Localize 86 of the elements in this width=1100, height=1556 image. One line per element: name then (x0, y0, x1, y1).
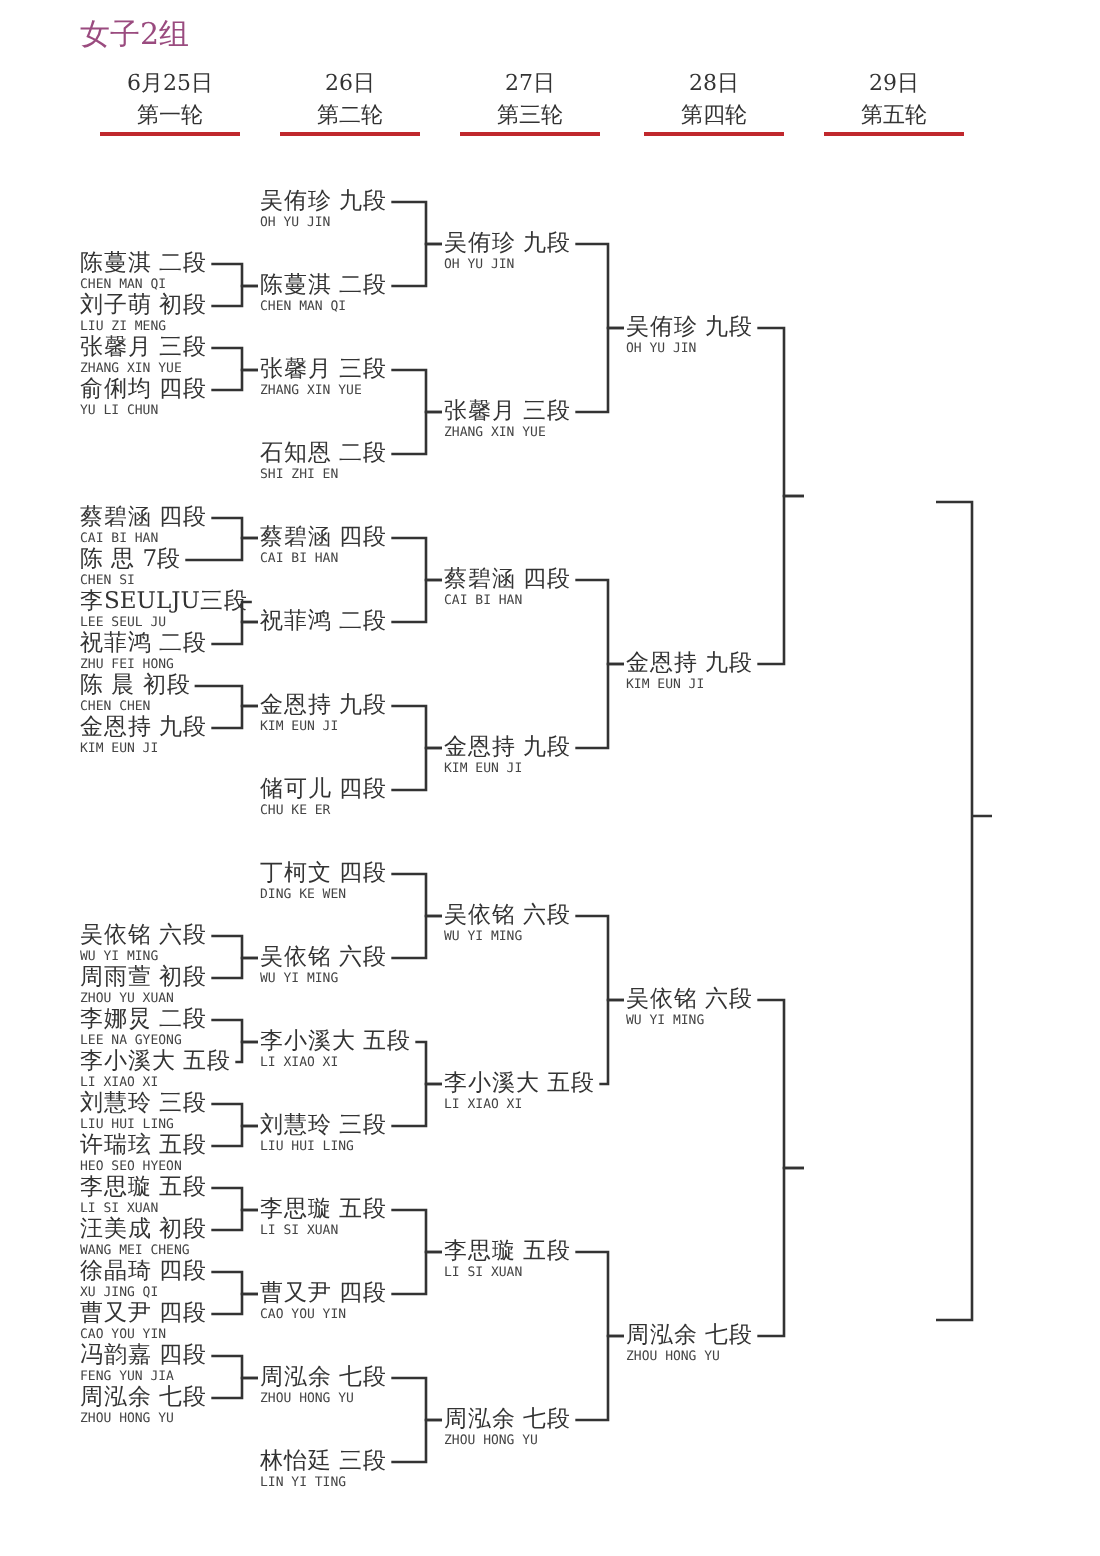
bracket-line (391, 1250, 442, 1296)
bracket-line (575, 1334, 624, 1422)
bracket-line (391, 914, 442, 960)
player-name: 祝菲鸿 二段 (260, 608, 388, 634)
bracket-line (211, 1292, 258, 1316)
bracket-line (391, 1418, 442, 1464)
player-name: 俞俐均 四段 (80, 376, 208, 402)
player-name: 石知恩 二段 (260, 440, 388, 466)
player-name: 祝菲鸿 二段 (80, 630, 208, 656)
date-heading: 29日 (867, 68, 921, 98)
player-name: 李小溪大 五段 (260, 1028, 412, 1054)
player-name: 陈蔓淇 二段 (80, 250, 208, 276)
player-name: 林怡廷 三段 (260, 1448, 388, 1474)
player-name: 陈 晨 初段 (80, 672, 191, 698)
player-name: 李思璇 五段 (444, 1238, 572, 1264)
date-heading: 26日 (323, 68, 377, 98)
player-name: 金恩持 九段 (444, 734, 572, 760)
player-name: 吴依铭 六段 (80, 922, 208, 948)
bracket-line (235, 1040, 258, 1064)
player-name: 蔡碧涵 四段 (80, 504, 208, 530)
player-name: 周雨萱 初段 (80, 964, 208, 990)
player-name: 李小溪大 五段 (444, 1070, 596, 1096)
player-name: 丁柯文 四段 (260, 860, 388, 886)
bracket-line (391, 1082, 442, 1128)
player-name: 金恩持 九段 (626, 650, 754, 676)
player-name: 蔡碧涵 四段 (260, 524, 388, 550)
player-name: 储可儿 四段 (260, 776, 388, 802)
player-name: 曹又尹 四段 (260, 1280, 388, 1306)
player-name: 张馨月 三段 (80, 334, 208, 360)
player-name: 张馨月 三段 (260, 356, 388, 382)
player-name: 吴依铭 六段 (626, 986, 754, 1012)
player-name: 曹又尹 四段 (80, 1300, 208, 1326)
round-heading: 第四轮 (644, 100, 784, 136)
player-name: 吴侑珍 九段 (444, 230, 572, 256)
player-name: 周泓余 七段 (626, 1322, 754, 1348)
bracket-line (211, 1124, 258, 1148)
round-heading: 第二轮 (280, 100, 420, 136)
player-name: 许瑞玹 五段 (80, 1132, 208, 1158)
round-heading: 第五轮 (824, 100, 964, 136)
round-heading: 第三轮 (460, 100, 600, 136)
player-name: 李思璇 五段 (80, 1174, 208, 1200)
bracket-line (391, 410, 442, 456)
bracket-line (575, 326, 624, 414)
player-name: 蔡碧涵 四段 (444, 566, 572, 592)
player-name: 刘慧玲 三段 (260, 1112, 388, 1138)
player-name: 李小溪大 五段 (80, 1048, 232, 1074)
date-heading: 28日 (687, 68, 741, 98)
player-name: 吴侑珍 九段 (626, 314, 754, 340)
bracket-line (391, 746, 442, 792)
bracket-line (240, 600, 258, 624)
bracket-line (391, 578, 442, 624)
player-name: 陈 思 7段 (80, 546, 182, 572)
bracket-line (211, 368, 258, 392)
bracket-line (575, 662, 624, 750)
bracket-line (757, 1166, 804, 1338)
player-name: 周泓余 七段 (444, 1406, 572, 1432)
round-heading: 第一轮 (100, 100, 240, 136)
player-name: 李思璇 五段 (260, 1196, 388, 1222)
bracket-line (211, 1208, 258, 1232)
bracket-line (211, 704, 258, 730)
title: 女子2组 (80, 16, 190, 54)
player-name: 周泓余 七段 (80, 1384, 208, 1410)
player-name: 刘慧玲 三段 (80, 1090, 208, 1116)
player-name: 冯韵嘉 四段 (80, 1342, 208, 1368)
player-name: 吴依铭 六段 (444, 902, 572, 928)
player-name: 吴侑珍 九段 (260, 188, 388, 214)
bracket-line (211, 620, 258, 646)
player-name: 李娜炅 二段 (80, 1006, 208, 1032)
player-name: 周泓余 七段 (260, 1364, 388, 1390)
bracket-line (185, 536, 258, 562)
date-heading: 6月25日 (125, 68, 215, 98)
bracket-line (211, 1376, 258, 1400)
bracket-line (757, 494, 804, 666)
player-name: 陈蔓淇 二段 (260, 272, 388, 298)
player-name: 张馨月 三段 (444, 398, 572, 424)
bracket-line (391, 242, 442, 288)
player-name: 金恩持 九段 (80, 714, 208, 740)
player-name: 金恩持 九段 (260, 692, 388, 718)
bracket-line (599, 998, 624, 1086)
date-heading: 27日 (503, 68, 557, 98)
bracket-line (211, 956, 258, 980)
player-name: 刘子萌 初段 (80, 292, 208, 318)
bracket-line (211, 284, 258, 308)
player-name: 吴依铭 六段 (260, 944, 388, 970)
player-name: 徐晶琦 四段 (80, 1258, 208, 1284)
player-name: 汪美成 初段 (80, 1216, 208, 1242)
